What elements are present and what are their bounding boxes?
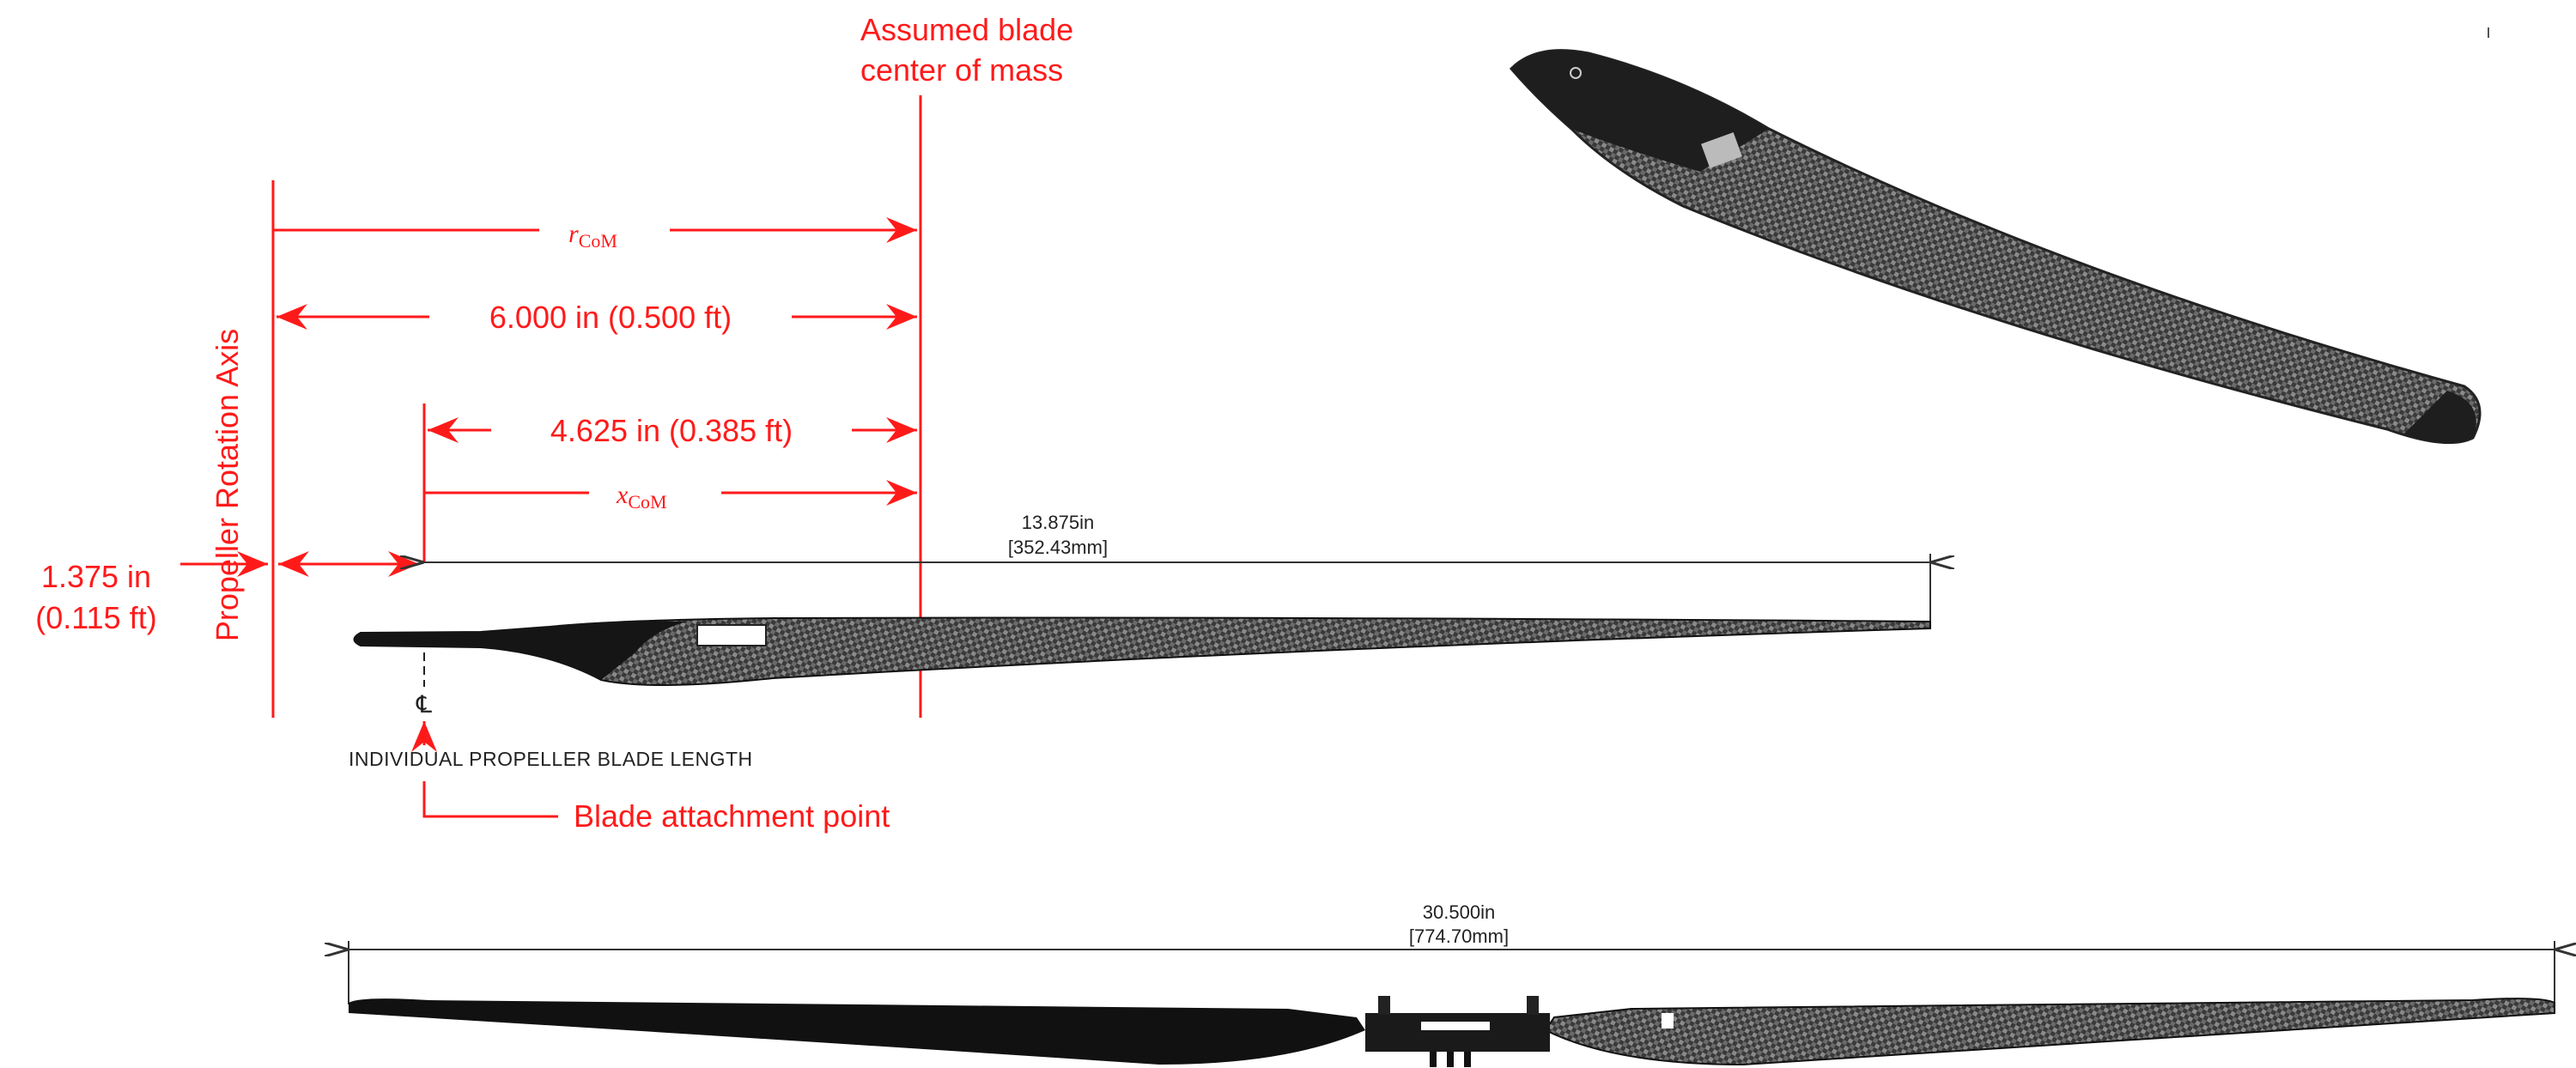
attach-to-com-distance: 4.625 in (0.385 ft) (550, 413, 793, 448)
blade-length-in: 13.875in (1022, 512, 1094, 533)
r-com-label: rCoM (568, 220, 617, 252)
com-label-line1: Assumed blade (860, 12, 1073, 47)
centerline-symbol: ℄ (416, 691, 432, 718)
x-com-label: xCoM (616, 481, 667, 513)
blade-length-mm: [352.43mm] (1008, 537, 1108, 558)
blade-length-caption: INDIVIDUAL PROPELLER BLADE LENGTH (349, 748, 753, 770)
propeller-3d-render (1509, 27, 2489, 445)
total-length-in: 30.500in (1423, 901, 1495, 923)
offset-distance-line1: 1.375 in (41, 559, 151, 594)
total-length-mm: [774.70mm] (1409, 925, 1509, 947)
single-blade-drawing (353, 616, 1931, 687)
full-propeller-drawing (349, 996, 2555, 1067)
rotation-axis-label: Propeller Rotation Axis (210, 329, 245, 641)
offset-distance-line2: (0.115 ft) (35, 600, 156, 635)
attachment-point-label: Blade attachment point (574, 798, 890, 834)
com-label-line2: center of mass (860, 52, 1063, 88)
axis-to-com-distance: 6.000 in (0.500 ft) (489, 300, 732, 335)
attachment-leader-line (422, 781, 558, 818)
